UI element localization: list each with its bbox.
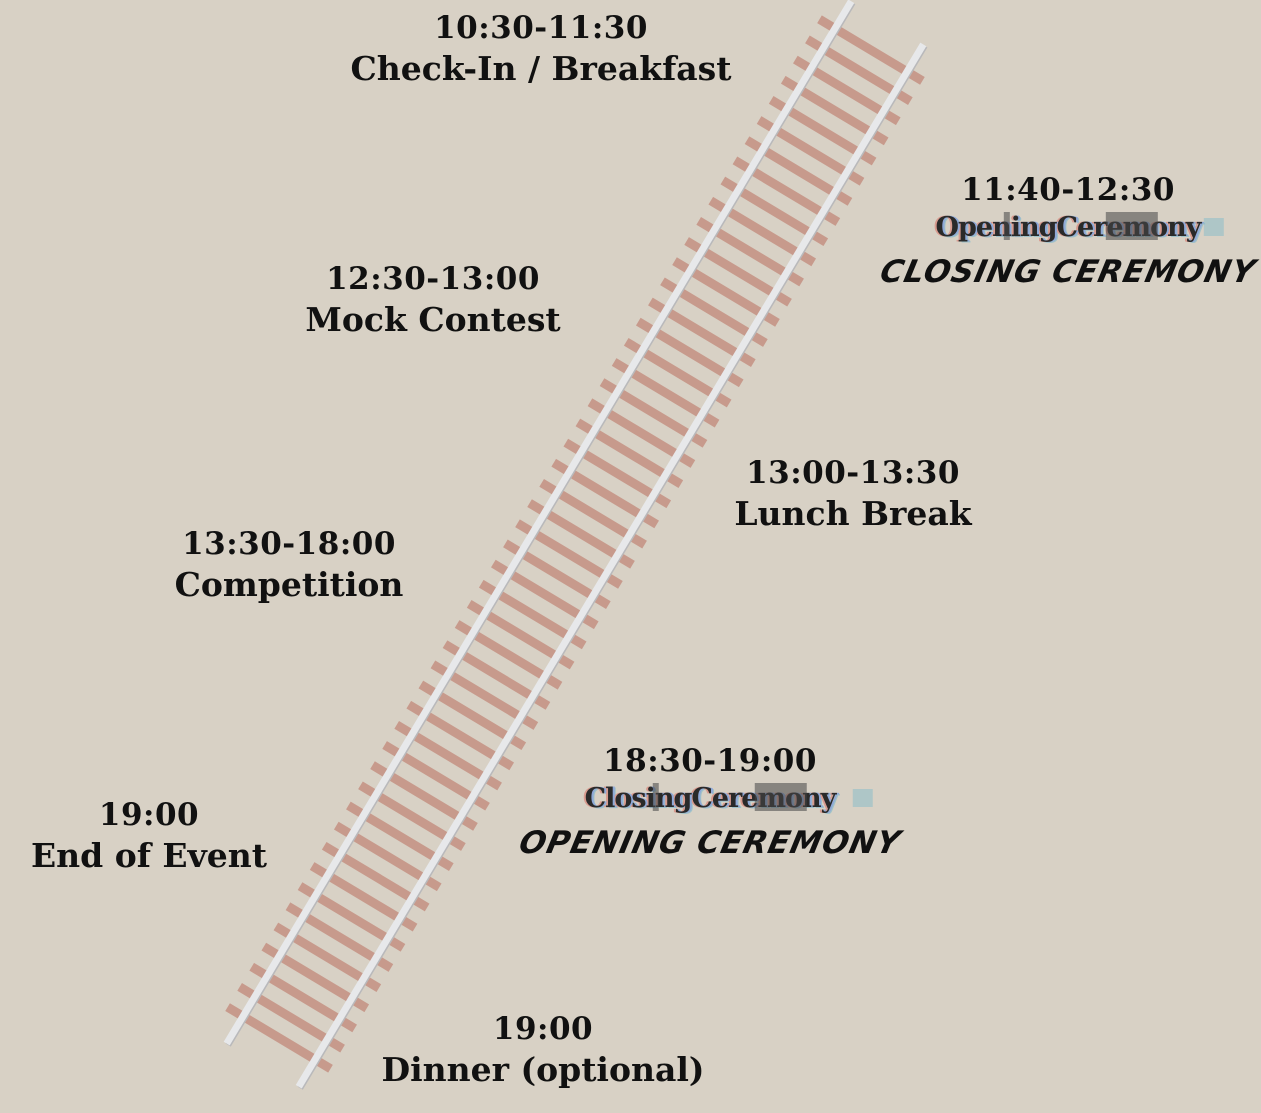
event-checkin: 10:30-11:30 Check-In / Breakfast bbox=[351, 8, 732, 90]
event-time: 12:30-13:00 bbox=[326, 261, 540, 297]
event-ceremony-1: 11:40-12:30 OpeningCeremony Closing Cere… bbox=[877, 170, 1259, 294]
glitch-bar bbox=[754, 783, 807, 811]
event-label: Opening Ceremony bbox=[515, 825, 905, 861]
event-competition: 13:30-18:00 Competition bbox=[175, 524, 404, 606]
event-label: Dinner (optional) bbox=[381, 1050, 705, 1089]
event-label: Closing Ceremony bbox=[876, 254, 1260, 290]
event-ceremony-2: 18:30-19:00 ClosingCeremony Opening Cere… bbox=[516, 741, 904, 865]
event-label: End of Event bbox=[31, 836, 267, 875]
event-time: 19:00 bbox=[98, 797, 200, 833]
glitch-tint bbox=[852, 789, 873, 807]
event-time: 19:00 bbox=[492, 1011, 594, 1047]
glitched-text: ClosingCeremony bbox=[585, 781, 873, 817]
event-time: 18:30-19:00 bbox=[603, 743, 817, 779]
event-time: 11:40-12:30 bbox=[961, 172, 1175, 208]
glitch-tint bbox=[1203, 218, 1224, 236]
rail-right bbox=[223, 0, 855, 1046]
glitched-text: OpeningCeremony bbox=[936, 210, 1224, 246]
glitch-bar bbox=[652, 783, 659, 811]
glitch-bar bbox=[1003, 212, 1010, 240]
glitch-bar bbox=[1105, 212, 1158, 240]
event-label: Mock Contest bbox=[305, 300, 561, 339]
event-lunch: 13:00-13:30 Lunch Break bbox=[734, 453, 971, 535]
glitched-label: ClosingCeremony bbox=[520, 781, 900, 821]
event-mock: 12:30-13:00 Mock Contest bbox=[305, 259, 560, 341]
event-dinner: 19:00 Dinner (optional) bbox=[381, 1009, 704, 1091]
event-time: 13:30-18:00 bbox=[182, 526, 396, 562]
event-label: Lunch Break bbox=[734, 494, 972, 533]
event-label: Competition bbox=[174, 565, 404, 604]
event-end: 19:00 End of Event bbox=[31, 795, 267, 877]
event-label: Check-In / Breakfast bbox=[350, 49, 732, 88]
glitched-label: OpeningCeremony bbox=[881, 210, 1255, 250]
rail-left bbox=[295, 42, 927, 1089]
event-time: 10:30-11:30 bbox=[434, 10, 648, 46]
event-time: 13:00-13:30 bbox=[746, 455, 960, 491]
